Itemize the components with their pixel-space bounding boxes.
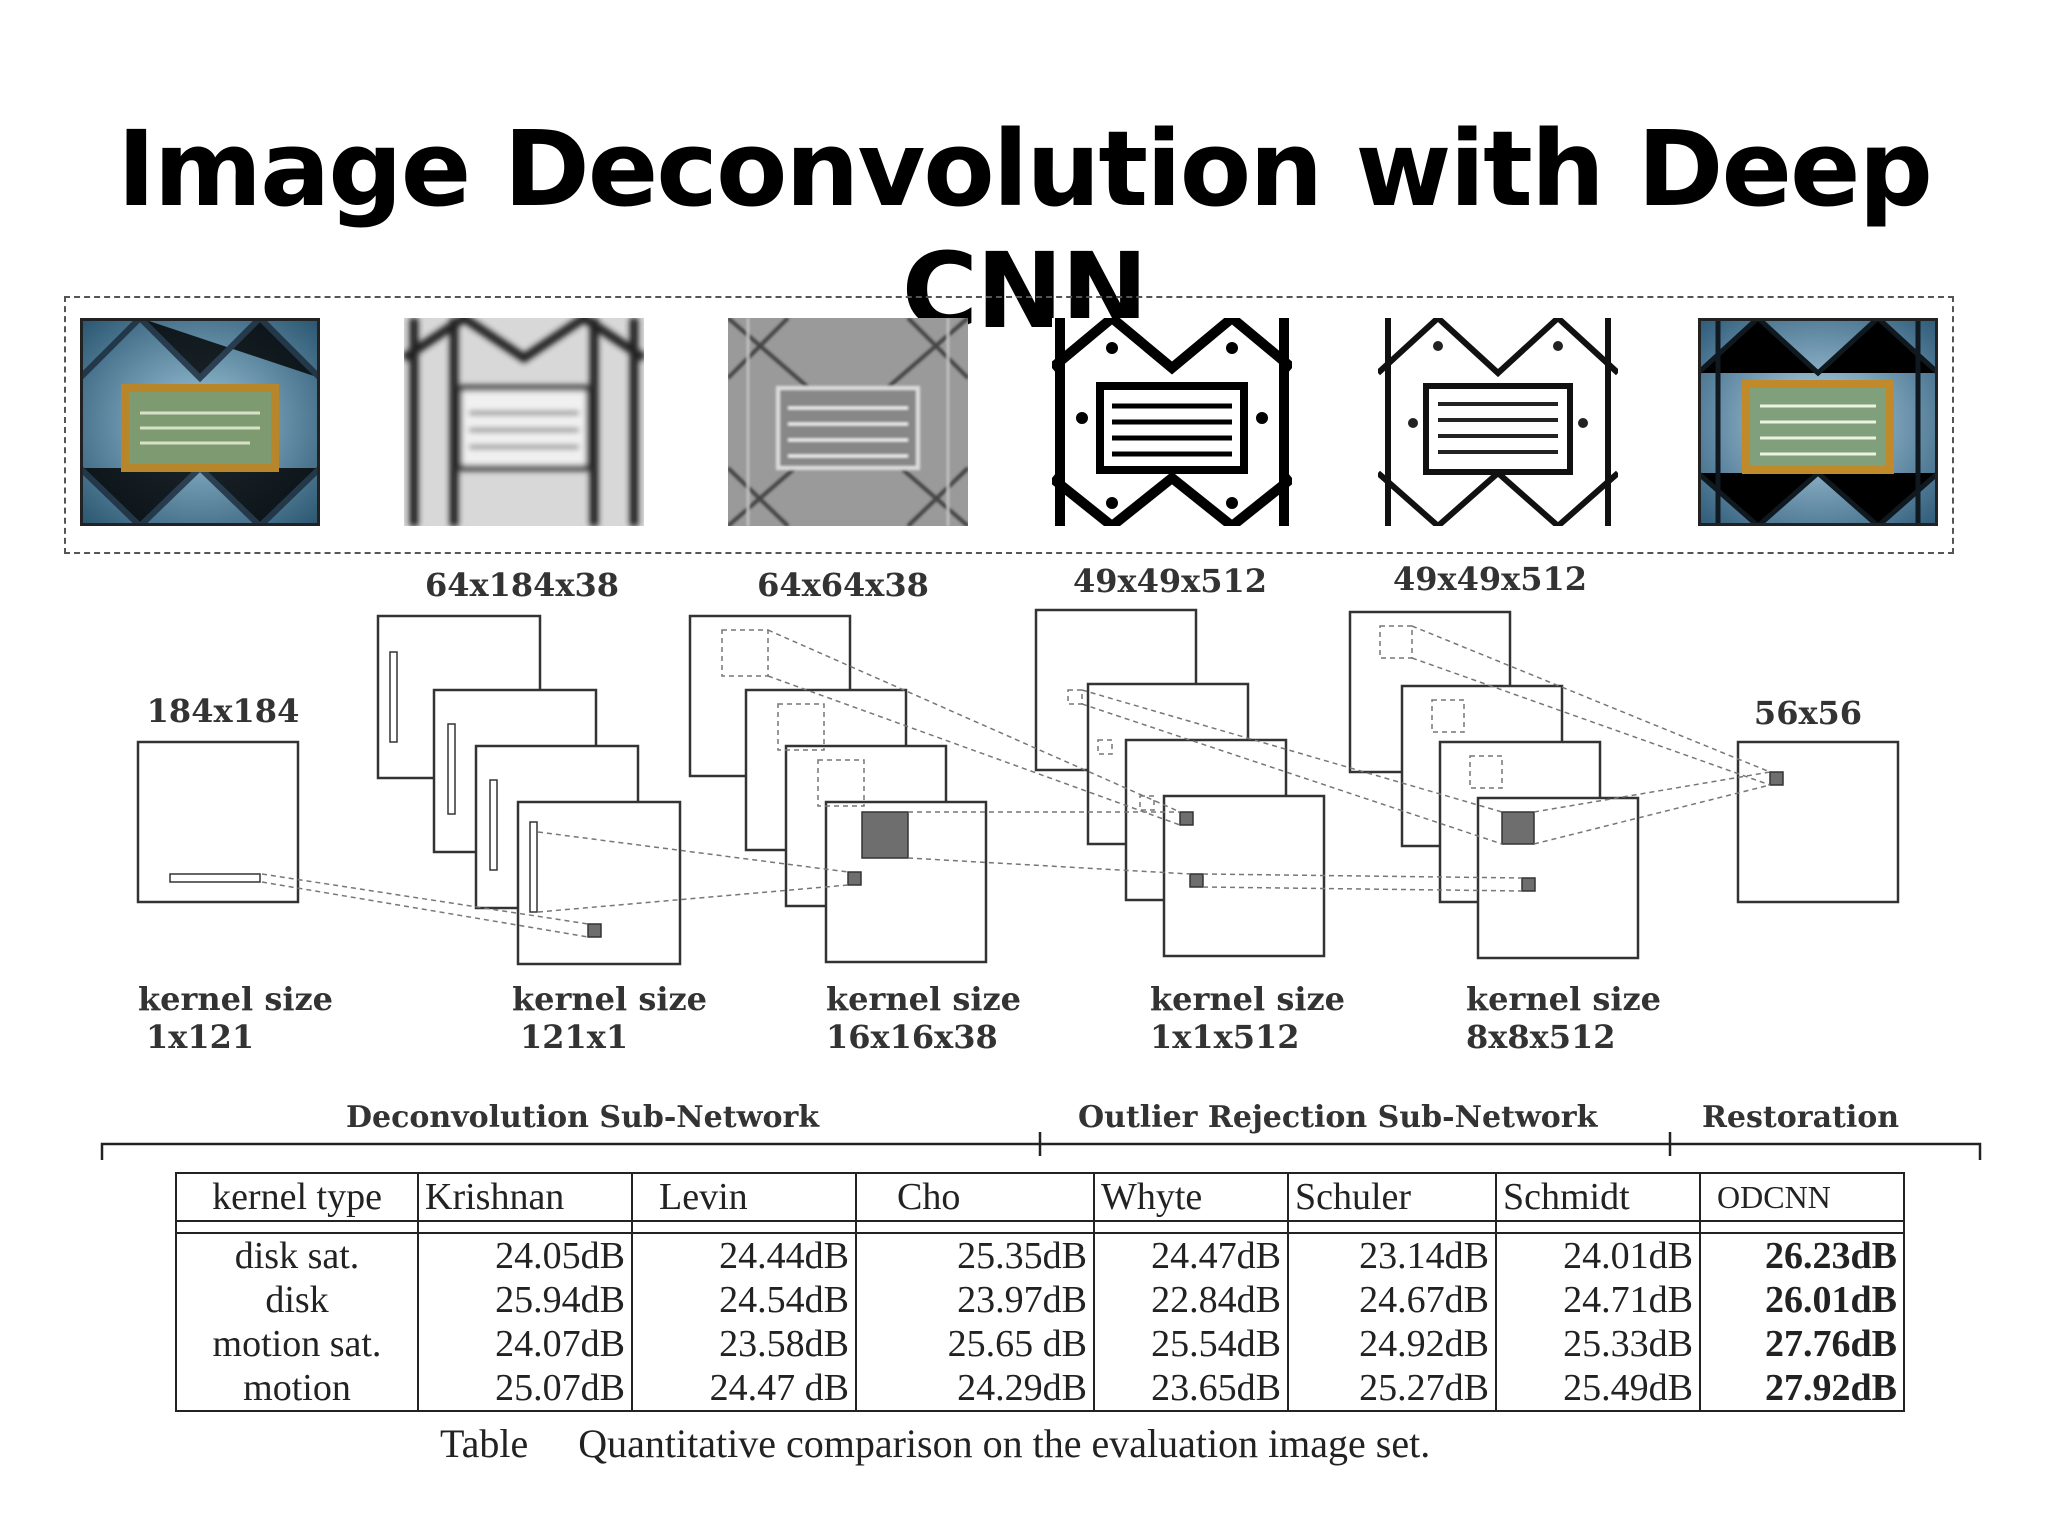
table-header-cell: Cho — [855, 1172, 1095, 1222]
row-label: motion — [175, 1366, 419, 1412]
table-header-cell: Whyte — [1093, 1172, 1289, 1222]
table-cell: 24.29dB — [855, 1366, 1095, 1412]
table-cell: 24.92dB — [1287, 1322, 1497, 1366]
image-strip — [64, 296, 1954, 554]
feature-map-3-image — [1052, 318, 1292, 526]
section-outlier-rejection: Outlier Rejection Sub-Network — [1078, 1100, 1598, 1135]
table-header-cell: kernel type — [175, 1172, 419, 1222]
best-cell: 27.76dB — [1699, 1322, 1905, 1366]
row-label: motion sat. — [175, 1322, 419, 1366]
table-cell: 25.65 dB — [855, 1322, 1095, 1366]
table-header-cell: ODCNN — [1699, 1172, 1905, 1222]
table-cell: 24.44dB — [631, 1232, 857, 1278]
table-row: disk 25.94dB 24.54dB 23.97dB 22.84dB 24.… — [175, 1278, 1905, 1322]
output-feature-map — [1736, 740, 1900, 904]
dim-label: 49x49x512 — [1393, 560, 1587, 598]
table-cell: 22.84dB — [1093, 1278, 1289, 1322]
table-cell: 24.54dB — [631, 1278, 857, 1322]
row-label: disk — [175, 1278, 419, 1322]
table-row: disk sat. 24.05dB 24.44dB 25.35dB 24.47d… — [175, 1232, 1905, 1278]
table-cell: 23.14dB — [1287, 1232, 1497, 1278]
table-header-cell: Krishnan — [417, 1172, 633, 1222]
best-cell: 26.23dB — [1699, 1232, 1905, 1278]
table-cell: 25.27dB — [1287, 1366, 1497, 1412]
table-cell: 24.67dB — [1287, 1278, 1497, 1322]
feature-map-4-image — [1378, 318, 1618, 526]
table-header-cell: Levin — [631, 1172, 857, 1222]
table-cell: 25.54dB — [1093, 1322, 1289, 1366]
table-cell: 24.01dB — [1495, 1232, 1701, 1278]
blurred-input-image — [80, 318, 320, 526]
restored-output-image — [1698, 318, 1938, 526]
caption-label: Table — [440, 1421, 529, 1466]
table-header-row: kernel type Krishnan Levin Cho Whyte Sch… — [175, 1172, 1905, 1222]
table-cell: 25.49dB — [1495, 1366, 1701, 1412]
table-cell: 24.47 dB — [631, 1366, 857, 1412]
dim-label: 56x56 — [1754, 694, 1862, 732]
table-cell: 23.97dB — [855, 1278, 1095, 1322]
network-diagram: 184x184 64x184x38 64x64x38 49x49x512 49x… — [136, 560, 1900, 966]
table-header-cell: Schuler — [1287, 1172, 1497, 1222]
layer1-map — [516, 800, 682, 966]
section-deconvolution: Deconvolution Sub-Network — [346, 1100, 820, 1135]
best-cell: 27.92dB — [1699, 1366, 1905, 1412]
slide-title: Image Deconvolution with Deep CNN — [117, 108, 1933, 352]
table-cell: 24.71dB — [1495, 1278, 1701, 1322]
table-row: motion sat. 24.07dB 23.58dB 25.65 dB 25.… — [175, 1322, 1905, 1366]
table-caption: Table Quantitative comparison on the eva… — [440, 1420, 1430, 1467]
table-cell: 24.47dB — [1093, 1232, 1289, 1278]
table-cell: 23.58dB — [631, 1322, 857, 1366]
table-cell: 24.05dB — [417, 1232, 633, 1278]
table-cell: 25.07dB — [417, 1366, 633, 1412]
feature-map-2-image — [728, 318, 968, 526]
dim-label: 64x64x38 — [757, 566, 929, 604]
section-restoration: Restoration — [1702, 1100, 1900, 1135]
table-cell: 25.35dB — [855, 1232, 1095, 1278]
table-cell: 23.65dB — [1093, 1366, 1289, 1412]
dim-label: 184x184 — [147, 692, 300, 730]
table-row: motion 25.07dB 24.47 dB 24.29dB 23.65dB … — [175, 1366, 1905, 1412]
kernel-1x121 — [169, 873, 261, 883]
results-table: kernel type Krishnan Levin Cho Whyte Sch… — [175, 1172, 1905, 1412]
caption-text: Quantitative comparison on the evaluatio… — [578, 1421, 1431, 1466]
dim-label: 49x49x512 — [1073, 562, 1267, 600]
row-label: disk sat. — [175, 1232, 419, 1278]
table-header-cell: Schmidt — [1495, 1172, 1701, 1222]
dim-label: 64x184x38 — [425, 566, 619, 604]
table-cell: 25.33dB — [1495, 1322, 1701, 1366]
section-brackets — [100, 1132, 1982, 1160]
table-cell: 24.07dB — [417, 1322, 633, 1366]
feature-map-1-image — [404, 318, 644, 526]
best-cell: 26.01dB — [1699, 1278, 1905, 1322]
table-cell: 25.94dB — [417, 1278, 633, 1322]
